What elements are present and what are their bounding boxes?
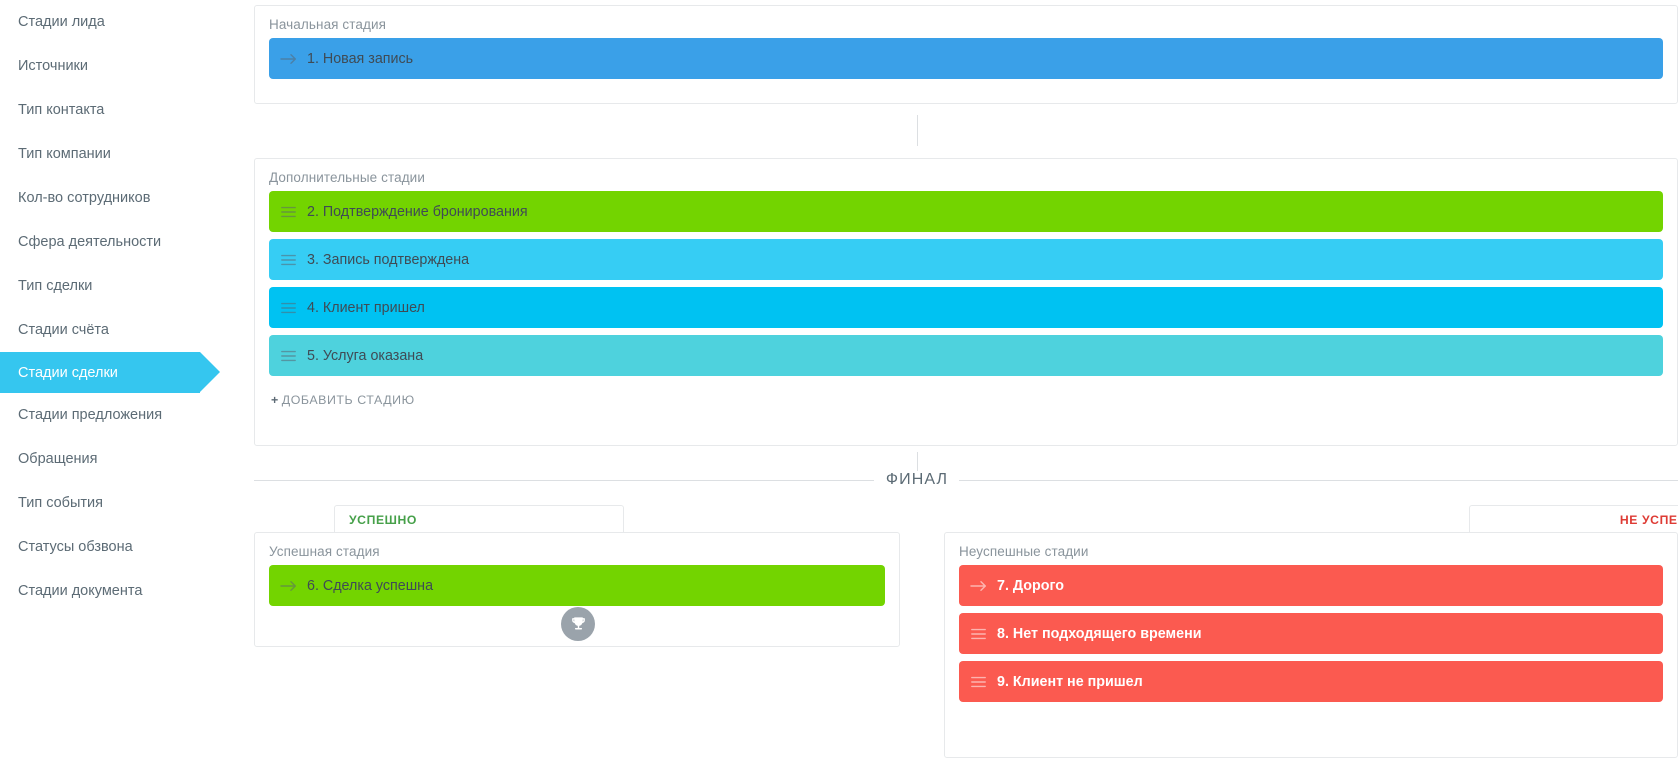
stage-label: 7. Дорого bbox=[997, 577, 1064, 594]
fail-stage-list: 7. Дорого 8. Нет подходящего времени 9. Кл… bbox=[945, 559, 1677, 702]
sidebar-item-2[interactable]: Источники bbox=[0, 44, 234, 88]
drag-handle-icon[interactable] bbox=[269, 302, 307, 314]
sidebar-item-label: Тип события bbox=[18, 495, 103, 511]
stage-label: 3. Запись подтверждена bbox=[307, 251, 470, 268]
initial-stage-list: 1. Новая запись bbox=[255, 32, 1677, 79]
stage-label: 9. Клиент не пришел bbox=[997, 673, 1143, 690]
sidebar-item-5[interactable]: Кол-во сотрудников bbox=[0, 176, 234, 220]
stage-label: 8. Нет подходящего времени bbox=[997, 625, 1202, 642]
add-stage-label: ДОБАВИТЬ СТАДИЮ bbox=[281, 393, 415, 407]
add-stage-button[interactable]: +ДОБАВИТЬ СТАДИЮ bbox=[255, 383, 1677, 407]
arrow-right-icon bbox=[959, 580, 997, 592]
additional-stages-card-title: Дополнительные стадии bbox=[269, 170, 425, 185]
tab-fail-label: НЕ УСПЕШНО bbox=[1619, 512, 1678, 527]
sidebar-item-label: Стадии лида bbox=[18, 14, 105, 30]
drag-handle-icon[interactable] bbox=[959, 628, 997, 640]
final-divider: ФИНАЛ bbox=[234, 468, 1678, 492]
tab-fail[interactable]: НЕ УСПЕШНО bbox=[1469, 505, 1678, 533]
stage-row[interactable]: 2. Подтверждение бронирования bbox=[269, 191, 1663, 232]
stage-label: 5. Услуга оказана bbox=[307, 347, 424, 364]
sidebar-item-label: Кол-во сотрудников bbox=[18, 190, 151, 206]
additional-stages-card: Дополнительные стадии 2. Подтверждение б… bbox=[254, 158, 1678, 446]
stage-row[interactable]: 5. Услуга оказана bbox=[269, 335, 1663, 376]
drag-handle-icon[interactable] bbox=[269, 350, 307, 362]
sidebar-item-6[interactable]: Сфера деятельности bbox=[0, 220, 234, 264]
sidebar-item-label: Источники bbox=[18, 58, 89, 74]
fail-stages-card-title: Неуспешные стадии bbox=[959, 544, 1089, 559]
initial-stage-card: Начальная стадия 1. Новая запись bbox=[254, 5, 1678, 104]
stage-row[interactable]: 3. Запись подтверждена bbox=[269, 239, 1663, 280]
sidebar-item-label: Статусы обзвона bbox=[18, 539, 133, 555]
stage-connector-line bbox=[917, 115, 918, 146]
sidebar-item-label: Тип контакта bbox=[18, 102, 105, 118]
initial-stage-card-title: Начальная стадия bbox=[269, 17, 387, 32]
plus-icon: + bbox=[271, 393, 279, 407]
sidebar-item-label: Обращения bbox=[18, 451, 98, 467]
sidebar-item-label: Стадии сделки bbox=[18, 364, 118, 381]
drag-handle-icon[interactable] bbox=[269, 206, 307, 218]
sidebar-item-label: Тип сделки bbox=[18, 278, 93, 294]
sidebar-item-14[interactable]: Стадии документа bbox=[0, 569, 234, 613]
stage-row[interactable]: 8. Нет подходящего времени bbox=[959, 613, 1663, 654]
stage-row[interactable]: 9. Клиент не пришел bbox=[959, 661, 1663, 702]
main-content: Начальная стадия 1. Новая запись Дополни… bbox=[234, 0, 1678, 758]
sidebar-item-7[interactable]: Тип сделки bbox=[0, 264, 234, 308]
tab-success-label: УСПЕШНО bbox=[349, 512, 417, 527]
stage-row[interactable]: 6. Сделка успешна bbox=[269, 565, 885, 606]
tab-success[interactable]: УСПЕШНО bbox=[334, 505, 624, 533]
success-stage-card: Успешная стадия 6. Сделка успешна bbox=[254, 532, 900, 647]
additional-stage-list: 2. Подтверждение бронирования 3. Запись п… bbox=[255, 185, 1677, 376]
final-divider-line-left bbox=[254, 480, 874, 481]
arrow-right-icon bbox=[269, 580, 307, 592]
sidebar-item-label: Сфера деятельности bbox=[18, 234, 162, 250]
sidebar-active-pointer-icon bbox=[200, 352, 220, 392]
drag-handle-icon[interactable] bbox=[959, 676, 997, 688]
sidebar-item-8[interactable]: Стадии счёта bbox=[0, 308, 234, 352]
arrow-right-icon bbox=[269, 53, 307, 65]
final-connector-line bbox=[917, 452, 918, 479]
stage-row[interactable]: 4. Клиент пришел bbox=[269, 287, 1663, 328]
final-divider-line-right bbox=[959, 480, 1678, 481]
sidebar-item-11[interactable]: Обращения bbox=[0, 437, 234, 481]
final-divider-label: ФИНАЛ bbox=[874, 471, 960, 489]
sidebar-item-label: Стадии предложения bbox=[18, 407, 163, 423]
stage-label: 2. Подтверждение бронирования bbox=[307, 203, 528, 220]
success-stage-list: 6. Сделка успешна bbox=[255, 559, 899, 606]
sidebar-item-4[interactable]: Тип компании bbox=[0, 132, 234, 176]
sidebar-item-label: Тип компании bbox=[18, 146, 111, 162]
success-stage-card-title: Успешная стадия bbox=[269, 544, 380, 559]
stage-label: 4. Клиент пришел bbox=[307, 299, 425, 316]
fail-stages-card: Неуспешные стадии 7. Дорого 8. Нет подход… bbox=[944, 532, 1678, 758]
sidebar-item-13[interactable]: Статусы обзвона bbox=[0, 525, 234, 569]
sidebar-item-9[interactable]: Стадии сделки bbox=[0, 352, 220, 393]
stage-row[interactable]: 7. Дорого bbox=[959, 565, 1663, 606]
drag-handle-icon[interactable] bbox=[269, 254, 307, 266]
sidebar-item-10[interactable]: Стадии предложения bbox=[0, 393, 234, 437]
trophy-icon bbox=[561, 607, 595, 641]
sidebar-item-3[interactable]: Тип контакта bbox=[0, 88, 234, 132]
sidebar-item-1[interactable]: Стадии лида bbox=[0, 0, 234, 44]
stage-label: 6. Сделка успешна bbox=[307, 577, 434, 594]
stage-row[interactable]: 1. Новая запись bbox=[269, 38, 1663, 79]
sidebar-item-label: Стадии счёта bbox=[18, 322, 109, 338]
sidebar-item-12[interactable]: Тип события bbox=[0, 481, 234, 525]
stage-label: 1. Новая запись bbox=[307, 50, 414, 67]
sidebar-item-label: Стадии документа bbox=[18, 583, 143, 599]
